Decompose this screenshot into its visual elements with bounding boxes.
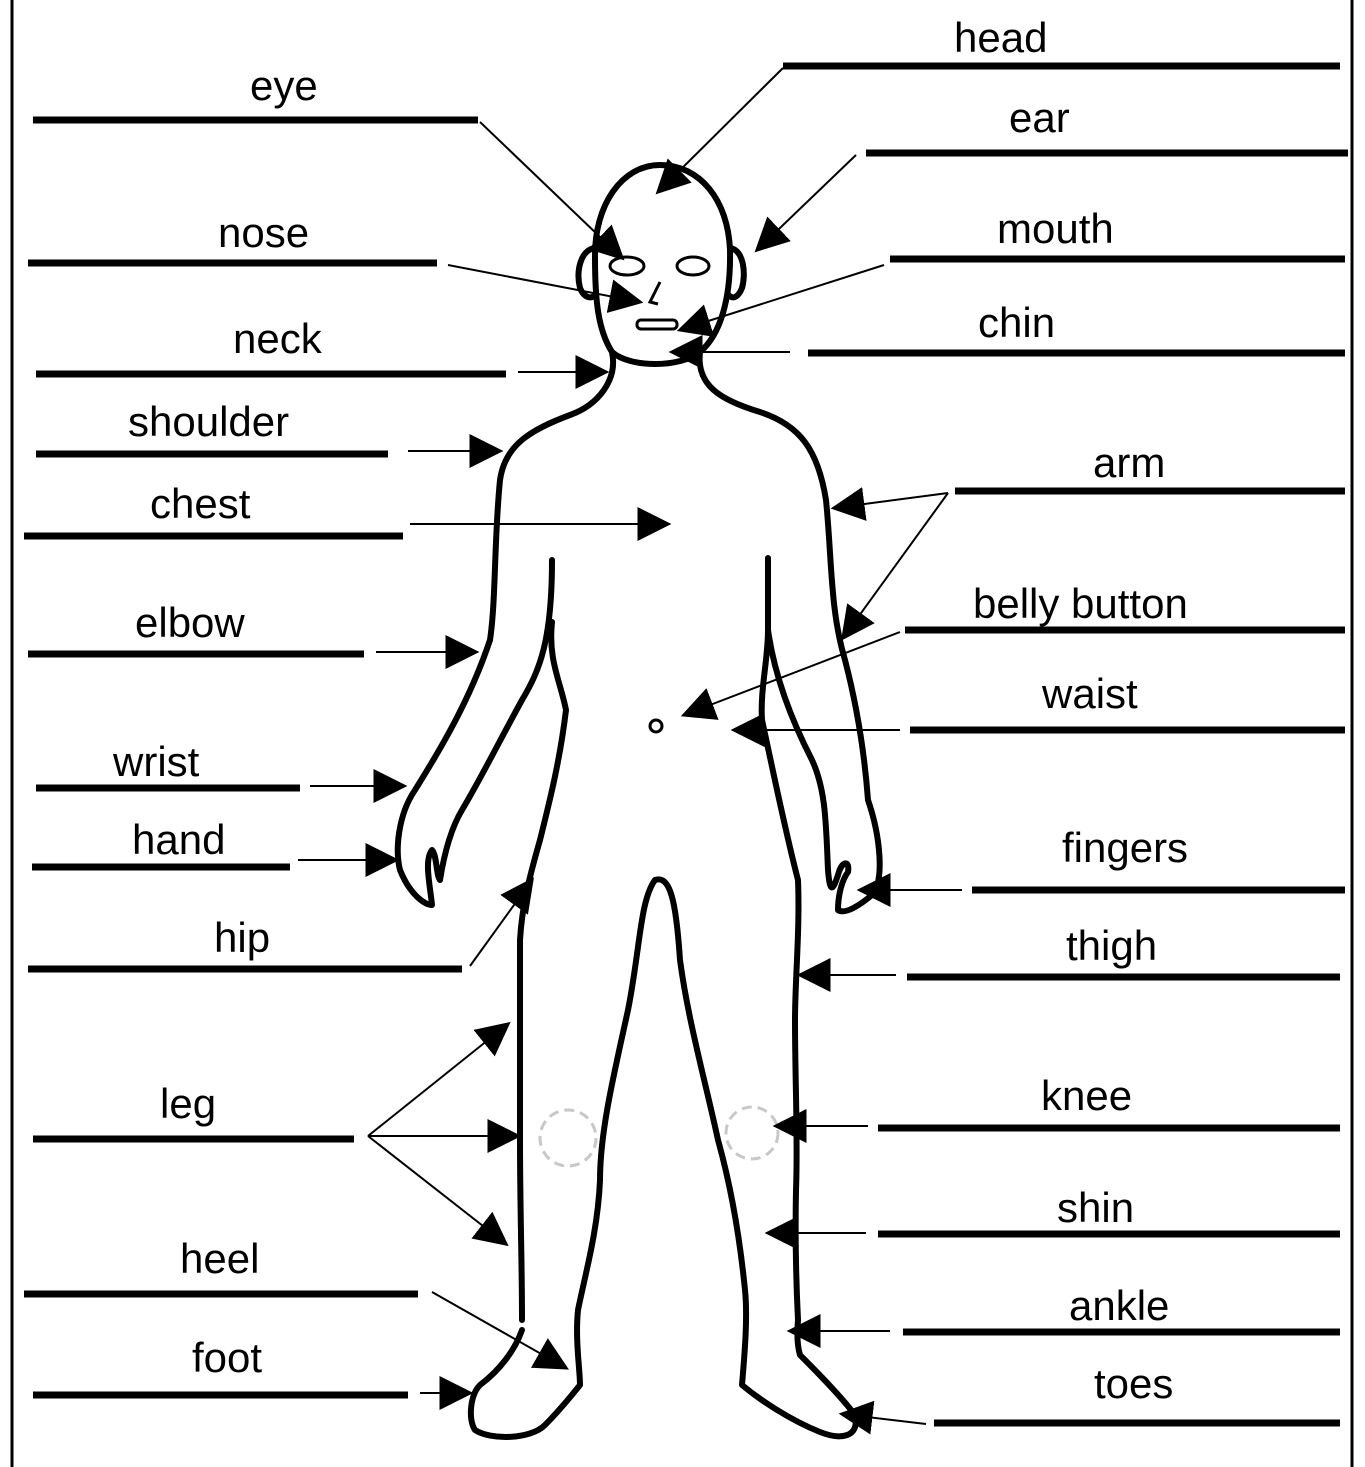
arrow-ear xyxy=(757,155,856,250)
label-neck: neck xyxy=(233,315,323,362)
label-arm: arm xyxy=(1093,439,1165,486)
body-outline xyxy=(398,165,880,1437)
label-elbow: elbow xyxy=(135,599,245,646)
left-leg-inner xyxy=(471,880,655,1437)
face-features xyxy=(610,257,709,732)
label-shoulder: shoulder xyxy=(128,398,289,445)
label-hip: hip xyxy=(214,914,270,961)
label-leg: leg xyxy=(160,1080,216,1127)
arrow-arm-2 xyxy=(843,493,948,638)
arrow-head xyxy=(658,68,783,192)
knee-circles xyxy=(540,1107,778,1166)
left-inner-side xyxy=(520,622,566,1320)
label-toes: toes xyxy=(1094,1360,1173,1407)
right-knee-circle xyxy=(726,1107,778,1159)
nose-mark xyxy=(650,282,660,304)
torso-left xyxy=(398,352,613,905)
left-eye xyxy=(610,257,644,275)
label-chin: chin xyxy=(978,299,1055,346)
mouth-mark xyxy=(637,320,677,329)
arrow-arm-1 xyxy=(834,493,948,508)
label-fingers: fingers xyxy=(1062,824,1188,871)
label-chest: chest xyxy=(150,480,251,527)
right-eye xyxy=(677,257,709,275)
label-eye: eye xyxy=(250,62,318,109)
label-waist: waist xyxy=(1041,670,1138,717)
torso-right xyxy=(700,352,880,911)
label-hand: hand xyxy=(132,816,225,863)
belly-button-mark xyxy=(650,720,662,732)
label-thigh: thigh xyxy=(1066,922,1157,969)
label-heel: heel xyxy=(180,1235,259,1282)
arrow-mouth xyxy=(680,265,884,330)
left-knee-circle xyxy=(540,1110,596,1166)
arrow-eye xyxy=(480,122,622,258)
label-nose: nose xyxy=(218,209,309,256)
arrow-belly-button xyxy=(684,632,900,715)
arrow-leg-1 xyxy=(368,1024,508,1136)
label-foot: foot xyxy=(192,1334,262,1381)
label-head: head xyxy=(954,14,1047,61)
labels: eye nose neck shoulder chest elbow wrist… xyxy=(112,14,1188,1407)
label-wrist: wrist xyxy=(112,738,200,785)
label-shin: shin xyxy=(1057,1184,1134,1231)
label-mouth: mouth xyxy=(997,205,1114,252)
label-ankle: ankle xyxy=(1069,1282,1169,1329)
label-knee: knee xyxy=(1041,1072,1132,1119)
arrow-heel xyxy=(432,1292,566,1368)
label-rules xyxy=(24,66,1348,1423)
arrow-leg-3 xyxy=(368,1136,506,1244)
right-inner-side xyxy=(762,630,799,1320)
label-ear: ear xyxy=(1009,94,1070,141)
label-belly-button: belly button xyxy=(973,580,1188,627)
